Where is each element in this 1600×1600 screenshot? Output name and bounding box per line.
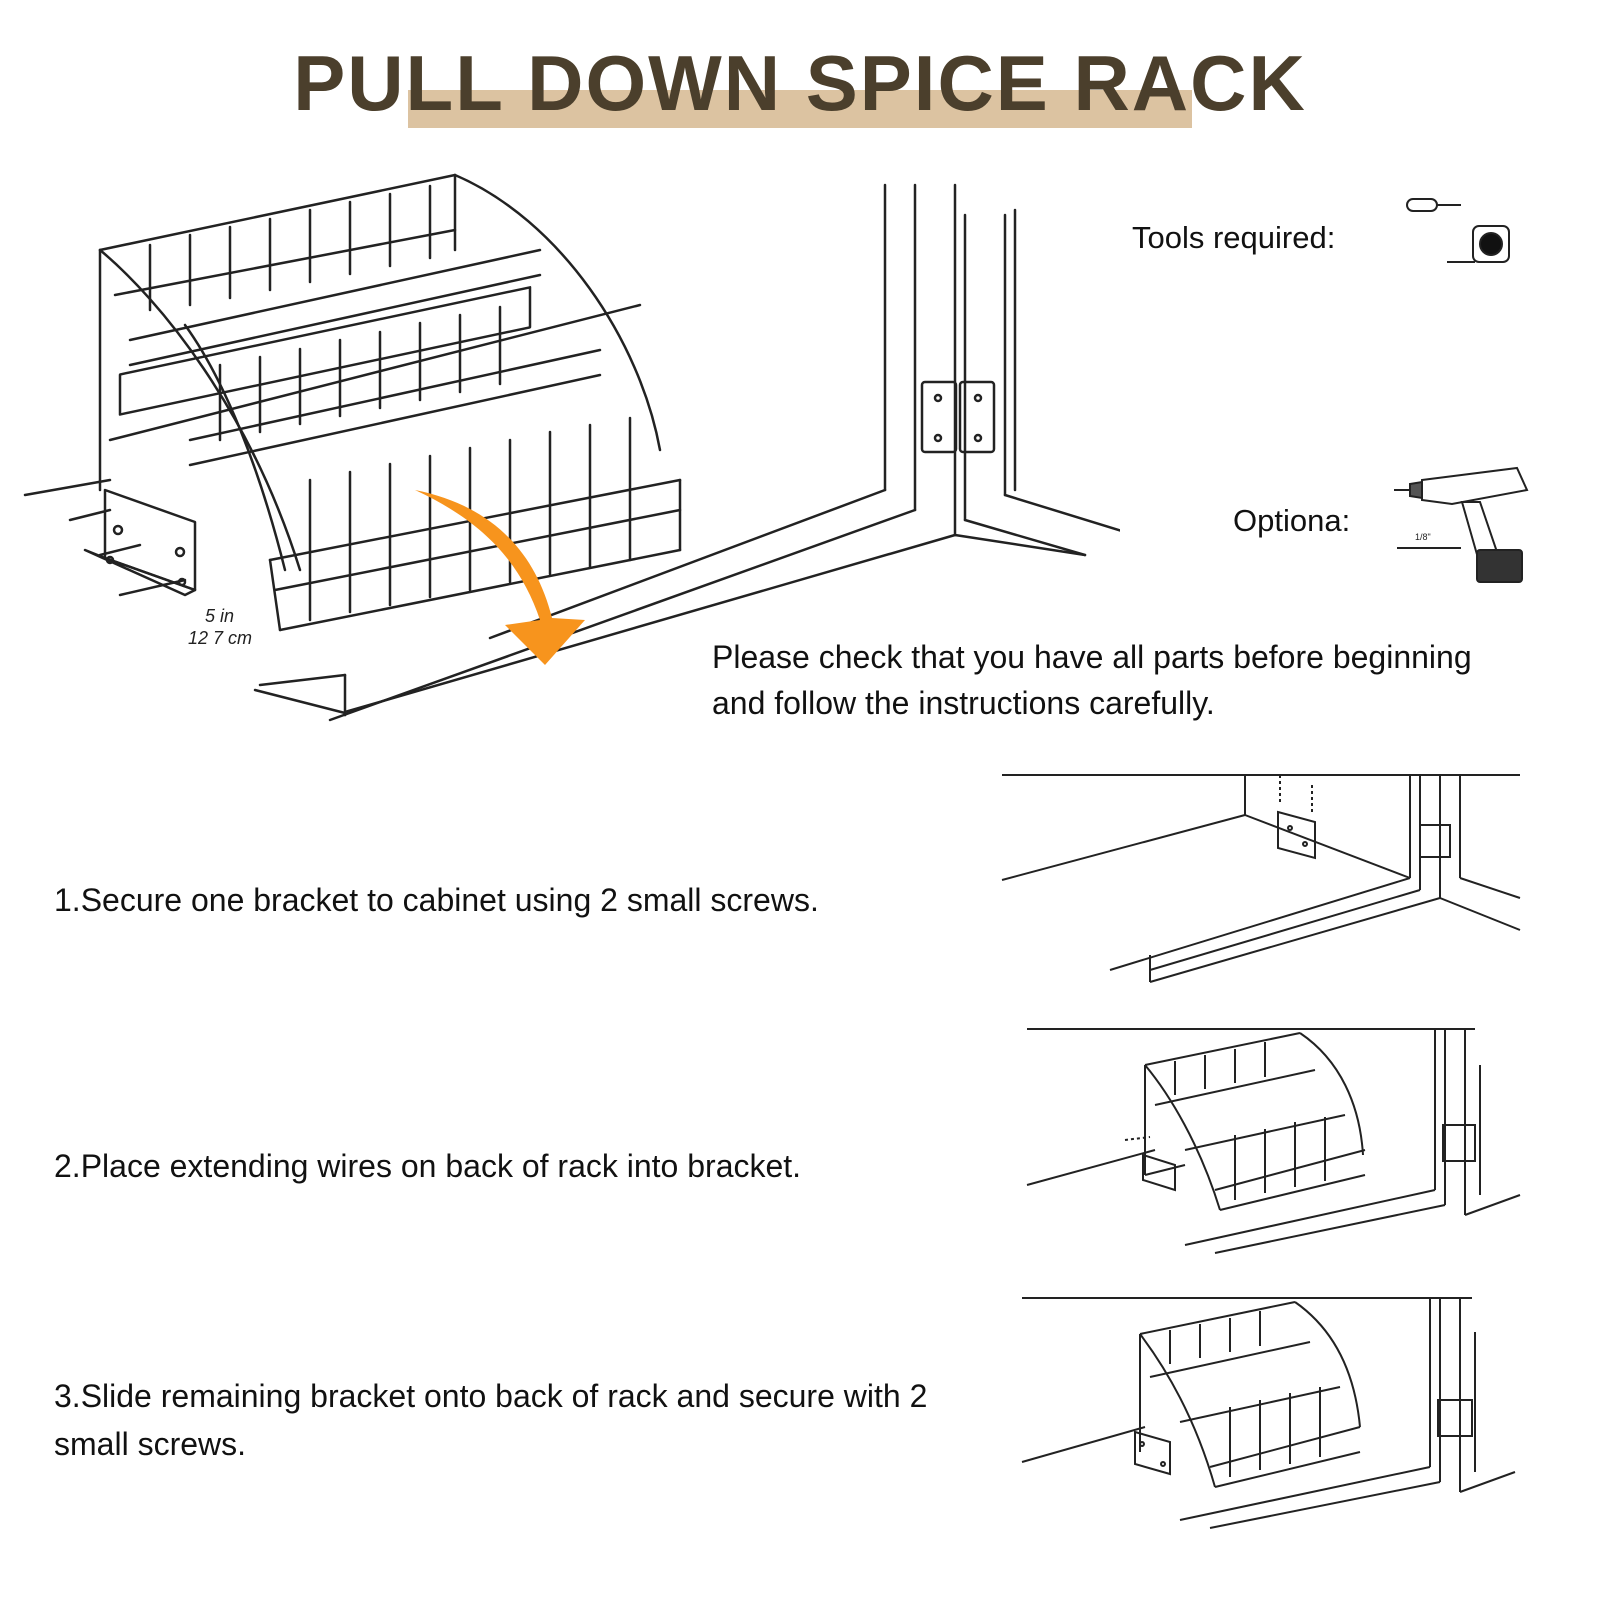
step-2-rack <box>1124 1032 1366 1211</box>
drill-bit-icon: 1/8" <box>1397 532 1461 549</box>
step-2-diagram <box>1026 1028 1521 1254</box>
screwdriver-icon <box>1406 198 1461 212</box>
step-3-rack <box>1134 1301 1361 1488</box>
title-underline <box>408 90 1192 128</box>
optional-tools-label: Optiona: <box>1233 503 1351 538</box>
drill-bit-size-label: 1/8" <box>1415 532 1431 542</box>
tape-measure-icon <box>1447 225 1510 263</box>
hinge-icon <box>920 380 996 454</box>
page-title: PULL DOWN SPICE RACK <box>293 39 1307 127</box>
title-block: PULL DOWN SPICE RACK <box>0 38 1600 138</box>
notice-text: Please check that you have all parts bef… <box>712 639 1472 721</box>
measure-in-label: 5 in <box>205 606 234 626</box>
step-3-diagram <box>1021 1297 1516 1529</box>
main-rack-diagram: 5 in 12 7 cm <box>23 173 1120 722</box>
pull-down-arrow-icon <box>415 490 585 665</box>
power-drill-icon <box>1394 466 1529 583</box>
tools-required-label: Tools required: <box>1132 220 1336 255</box>
measure-cm-label: 12 7 cm <box>188 628 252 648</box>
spice-rack <box>83 173 682 632</box>
step-3-text: 3.Slide remaining bracket onto back of r… <box>54 1378 928 1462</box>
step-1-diagram <box>1001 774 1521 983</box>
bracket-icon <box>83 488 197 597</box>
step-2-text: 2.Place extending wires on back of rack … <box>54 1148 802 1184</box>
step-1-text: 1.Secure one bracket to cabinet using 2 … <box>54 882 819 918</box>
